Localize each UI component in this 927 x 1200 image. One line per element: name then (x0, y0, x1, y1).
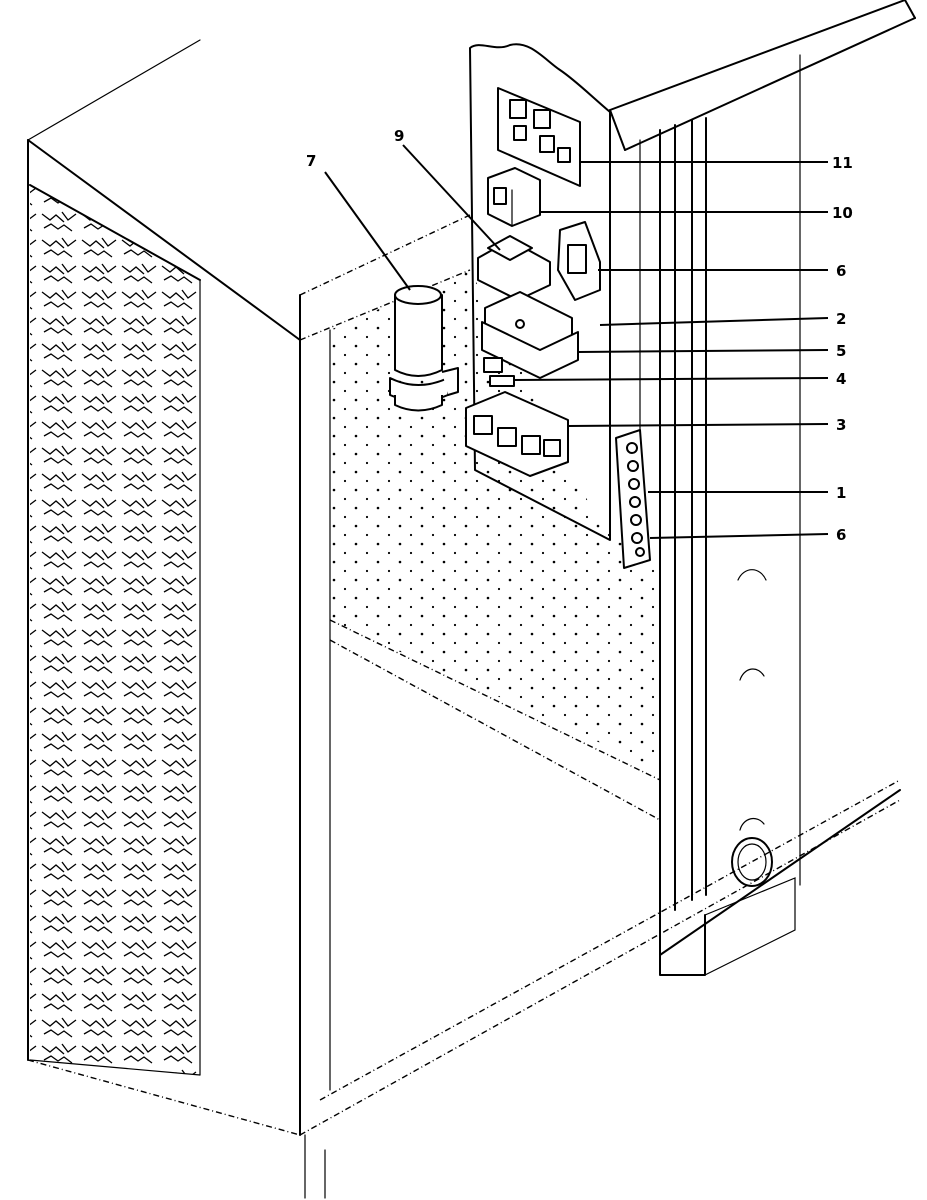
callout-4: 4 (836, 370, 846, 388)
control-panel-board (469, 43, 611, 541)
callout-11: 11 (832, 154, 853, 172)
leader-5 (577, 349, 829, 353)
leader-3 (567, 423, 829, 427)
callout-10: 10 (832, 204, 853, 222)
condenser-coil (27, 139, 201, 1076)
relay (487, 167, 541, 227)
transformer (481, 291, 579, 379)
cabinet-outline (27, 39, 901, 1199)
leader-9 (402, 144, 501, 251)
leader-4 (513, 377, 829, 381)
switch (557, 221, 601, 301)
contactor (477, 235, 551, 301)
leader-6b (649, 533, 829, 539)
leader-lines (324, 144, 829, 539)
capacitor (389, 285, 459, 412)
callout-2: 2 (836, 310, 846, 328)
callout-6-ground: 6 (836, 526, 846, 544)
terminal-block (465, 391, 569, 477)
terminal-strip (615, 429, 651, 569)
callout-labels: 7 9 11 10 6 2 5 4 3 1 6 (306, 127, 853, 544)
callout-3: 3 (836, 416, 846, 434)
connector (483, 357, 515, 387)
callout-1: 1 (836, 484, 846, 502)
leader-7 (324, 171, 411, 291)
leader-2 (599, 317, 829, 326)
callout-6-switch: 6 (836, 262, 846, 280)
callout-9: 9 (394, 127, 404, 145)
callout-7: 7 (306, 152, 316, 170)
side-channel (609, 0, 916, 976)
callout-5: 5 (836, 342, 846, 360)
control-board (497, 87, 581, 187)
